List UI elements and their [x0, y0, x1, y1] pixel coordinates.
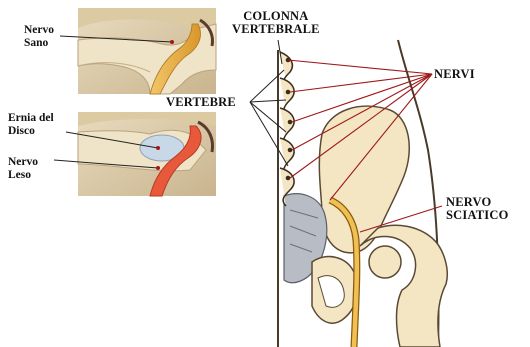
label-vertebre: VERTEBRE — [166, 96, 236, 109]
label-nervi: NERVI — [434, 68, 475, 81]
